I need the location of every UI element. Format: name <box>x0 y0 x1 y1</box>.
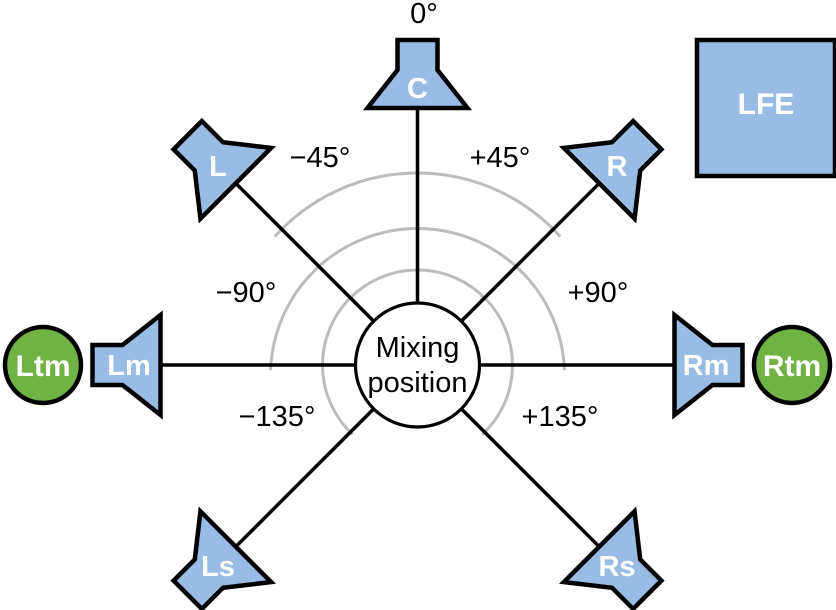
speaker-Rs <box>558 506 665 610</box>
speaker-Rs-label: Rs <box>598 551 635 583</box>
speaker-R-icon <box>558 117 665 224</box>
speaker-C-icon <box>362 37 473 111</box>
speaker-Rm-icon <box>672 310 745 420</box>
angle-label-pos45: +45° <box>470 142 531 174</box>
angle-label-neg135: −135° <box>239 401 316 433</box>
lfe-speaker-label: LFE <box>738 88 795 121</box>
speaker-Ls-label: Ls <box>201 551 235 583</box>
angle-label-neg90: −90° <box>216 277 277 309</box>
top-speaker-Ltm-label: Ltm <box>16 350 71 383</box>
speaker-Lm-label: Lm <box>107 350 151 382</box>
angle-labels: 0° −45° +45° −90° +90° −135° +135° <box>216 0 629 433</box>
angle-label-pos90: +90° <box>568 277 629 309</box>
speaker-R-label: R <box>607 151 628 183</box>
top-speaker-Rtm-icon <box>751 324 833 406</box>
speaker-R <box>558 117 665 224</box>
speaker-Rm-label: Rm <box>683 350 730 382</box>
top-speaker-Rtm-label: Rtm <box>763 350 821 383</box>
speaker-L <box>170 117 277 224</box>
speaker-Ls <box>170 506 277 610</box>
angle-label-pos135: +135° <box>522 401 599 433</box>
speaker-Lm <box>90 310 163 420</box>
angle-label-0: 0° <box>410 0 438 30</box>
speaker-labels: C L R Lm Rm Ls Rs <box>107 73 729 583</box>
speaker-Rm <box>672 310 745 420</box>
mixing-position-label-line2: position <box>368 367 468 399</box>
speaker-Lm-icon <box>90 310 163 420</box>
speakers <box>90 37 745 610</box>
speaker-C-label: C <box>407 73 428 105</box>
top-speaker-Ltm-icon <box>2 324 84 406</box>
mixing-position-label-line1: Mixing <box>376 332 460 364</box>
speaker-Ls-icon <box>170 506 277 610</box>
speaker-L-icon <box>170 117 277 224</box>
mixing-position-circle <box>353 301 482 429</box>
lfe-speaker-icon <box>694 37 836 179</box>
lfe-speaker: LFE <box>694 37 836 179</box>
top-speaker-Rtm: Rtm <box>751 324 833 406</box>
speaker-Rs-icon <box>558 506 665 610</box>
top-speaker-Ltm: Ltm <box>2 324 84 406</box>
mixing-position: Mixing position <box>353 301 482 429</box>
speaker-L-label: L <box>209 151 227 183</box>
angle-label-neg45: −45° <box>290 142 351 174</box>
speaker-C <box>362 37 473 111</box>
